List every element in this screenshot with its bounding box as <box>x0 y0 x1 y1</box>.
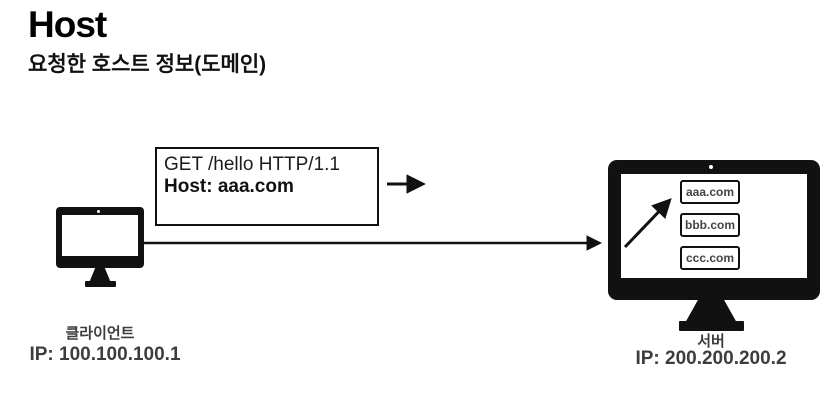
virtual-host-label: ccc.com <box>685 251 735 265</box>
virtual-host-box-aaa: aaa.com <box>680 180 740 204</box>
page-title: Host <box>28 4 107 45</box>
host-header-line: Host: aaa.com <box>164 176 294 197</box>
client-camera-dot-icon <box>97 210 100 213</box>
virtual-host-box-ccc: ccc.com <box>680 246 740 270</box>
page-subtitle: 요청한 호스트 정보(도메인) <box>28 53 267 76</box>
client-label: 클라이언트 <box>65 325 135 342</box>
virtual-host-label: bbb.com <box>685 218 735 232</box>
server-monitor-base-icon <box>679 321 744 331</box>
virtual-host-box-bbb: bbb.com <box>680 213 740 237</box>
client-monitor-stand-icon <box>89 268 111 283</box>
client-monitor-base-icon <box>85 281 116 287</box>
server-label: 서버 <box>697 333 725 350</box>
server-camera-dot-icon <box>709 165 713 169</box>
http-request-box: GET /hello HTTP/1.1 Host: aaa.com <box>155 147 379 226</box>
server-ip-label: IP: 200.200.200.2 <box>635 348 787 369</box>
server-monitor-stand-icon <box>685 298 737 323</box>
client-monitor-screen <box>62 215 138 256</box>
request-line: GET /hello HTTP/1.1 <box>164 154 340 175</box>
client-ip-label: IP: 100.100.100.1 <box>29 344 181 365</box>
virtual-host-label: aaa.com <box>685 185 735 199</box>
